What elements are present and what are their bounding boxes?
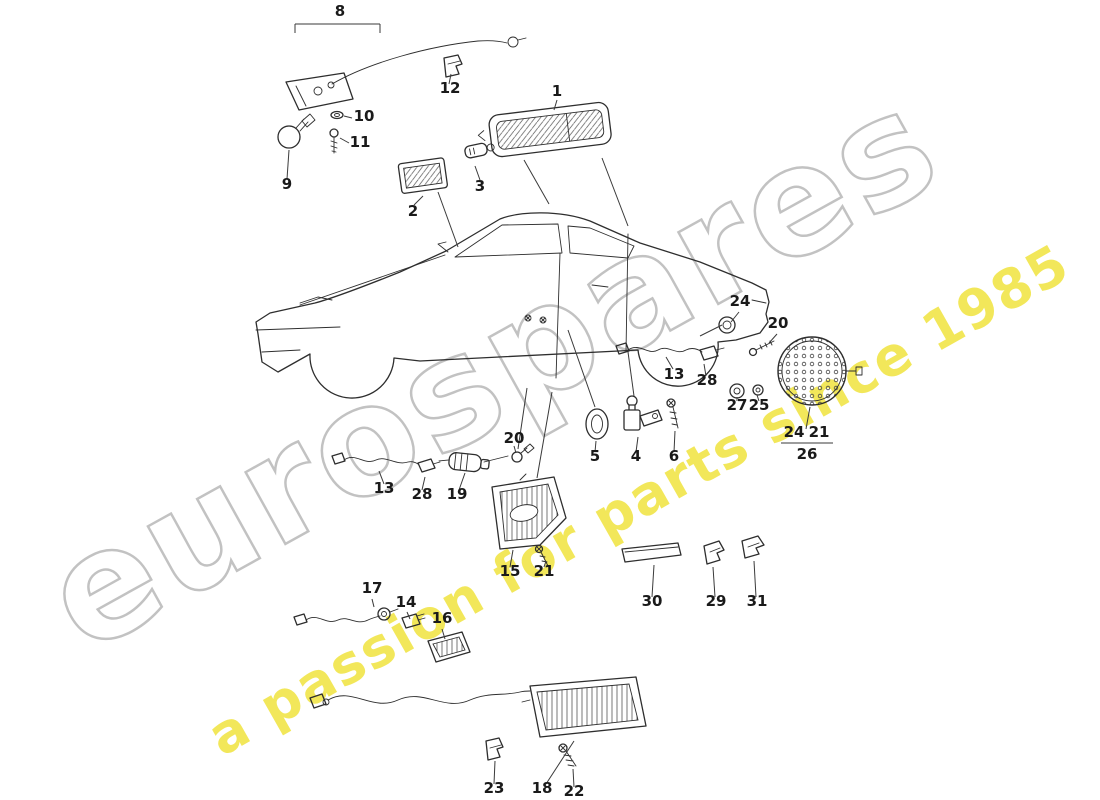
part-24-grommet-upper xyxy=(718,316,736,334)
part-28-connector-upper xyxy=(699,345,725,361)
leader-lines xyxy=(286,73,833,788)
callout-14: 14 xyxy=(396,593,417,611)
callout-27: 27 xyxy=(727,396,748,414)
part-31-clip xyxy=(741,535,765,559)
callout-28-b: 28 xyxy=(412,485,433,503)
part-30-lens-strip xyxy=(621,542,682,563)
part-25-nut xyxy=(752,384,764,396)
part-19-switch xyxy=(438,452,490,473)
callout-1: 1 xyxy=(552,82,562,100)
callout-2: 2 xyxy=(408,202,418,220)
part-20-screw-upper xyxy=(748,340,775,357)
callout-25: 25 xyxy=(749,396,770,414)
part-8-bracket-cable xyxy=(285,23,527,111)
callout-29: 29 xyxy=(706,592,727,610)
car-body-outline xyxy=(255,212,770,399)
part-3-festoon-bulb xyxy=(464,142,495,159)
part-4-door-switch xyxy=(623,395,663,431)
part-17-bulb-holder-cable xyxy=(293,607,399,626)
callout-labels: 8 12 10 11 9 2 3 1 24 20 13 28 27 25 24 … xyxy=(282,2,830,800)
part-6-screw xyxy=(666,398,679,429)
callout-31: 31 xyxy=(747,592,768,610)
part-23-clip xyxy=(485,737,504,761)
callout-21-b: 21 xyxy=(534,562,555,580)
callout-13-b: 13 xyxy=(374,479,395,497)
part-14-connector xyxy=(401,613,426,629)
part-2-lamp-housing xyxy=(397,157,448,194)
callout-24-a: 24 xyxy=(730,292,751,310)
callout-24-b: 24 xyxy=(784,423,805,441)
callout-13-a: 13 xyxy=(664,365,685,383)
part-21-screw-lamp xyxy=(534,544,549,567)
callout-9: 9 xyxy=(282,175,292,193)
callout-30: 30 xyxy=(642,592,663,610)
callout-28-a: 28 xyxy=(697,371,718,389)
callout-19: 19 xyxy=(447,485,468,503)
part-16-lamp-small xyxy=(427,631,471,663)
part-26-reflector xyxy=(777,336,863,406)
callout-20-a: 20 xyxy=(768,314,789,332)
part-12-clip xyxy=(443,54,463,78)
part-18-cable-and-lamp xyxy=(309,676,647,738)
watermark: eurospares a passion for parts since 198… xyxy=(17,54,1080,768)
callout-22: 22 xyxy=(564,782,585,800)
part-13-cable-lower xyxy=(331,452,419,465)
callout-15: 15 xyxy=(500,562,521,580)
callout-6: 6 xyxy=(669,447,679,465)
callout-12: 12 xyxy=(440,79,461,97)
callout-16: 16 xyxy=(432,609,453,627)
part-13-cable-upper xyxy=(615,342,703,355)
callout-4: 4 xyxy=(631,447,641,465)
callout-8: 8 xyxy=(335,2,345,20)
part-29-clip xyxy=(703,540,725,565)
callout-21-a: 21 xyxy=(809,423,830,441)
part-22-screw xyxy=(558,743,577,767)
callout-11: 11 xyxy=(350,133,371,151)
part-10-washer xyxy=(330,110,344,120)
callout-23: 23 xyxy=(484,779,505,797)
part-9-bulb xyxy=(277,113,316,149)
part-11-screw xyxy=(329,128,339,154)
part-20-bulb-lower xyxy=(483,443,535,463)
callout-5: 5 xyxy=(590,447,600,465)
callout-20-b: 20 xyxy=(504,429,525,447)
callout-10: 10 xyxy=(354,107,375,125)
part-28-connector-lower xyxy=(417,458,441,473)
part-15-side-marker-lamp xyxy=(491,473,567,550)
callout-17: 17 xyxy=(362,579,383,597)
part-1-interior-light xyxy=(477,101,612,158)
part-5-grommet-oval xyxy=(585,408,609,440)
callout-26: 26 xyxy=(797,445,818,463)
callout-3: 3 xyxy=(475,177,485,195)
callout-18: 18 xyxy=(532,779,553,797)
